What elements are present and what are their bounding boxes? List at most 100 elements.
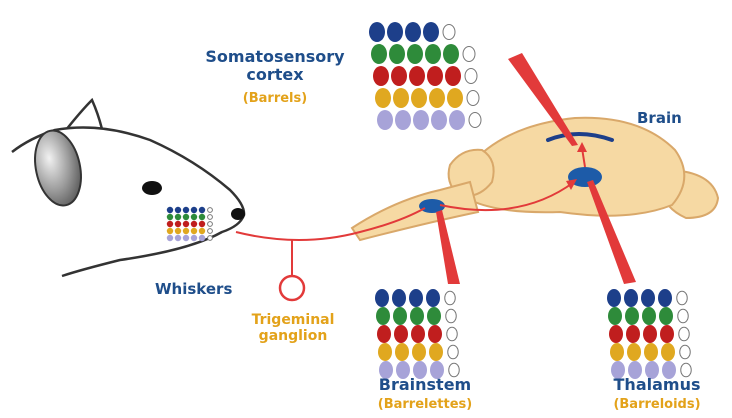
whisker-barrel-empty [447,327,458,341]
whisker-barrel-empty [208,222,213,227]
whisker-barrel-empty [208,208,213,213]
whisker-barrel [377,325,391,343]
whisker-barrel [445,66,461,86]
whisker-barrel [167,214,173,220]
whisker-barrel [627,343,641,361]
mouse-eye [142,181,162,195]
whisker-barrel [183,207,189,213]
cortex-label-line1: Somatosensory [180,48,370,66]
cortex-label-line2: cortex [180,66,370,84]
brainstem-shape [352,182,478,240]
thalamus-sublabel: (Barreloids) [592,398,722,413]
whisker-barrel [375,289,389,307]
whisker-barrel [427,66,443,86]
whisker-barrel-empty [443,25,455,40]
brainstem-sublabel: (Barrelettes) [355,398,495,413]
whisker-barrel [393,307,407,325]
barrel-map-thalamus [607,289,691,379]
whisker-barrel [167,221,173,227]
whisker-barrel [413,110,429,130]
whisker-barrel [392,289,406,307]
whisker-barrel [183,221,189,227]
whisker-barrel [642,307,656,325]
whisker-barrel [428,325,442,343]
whisker-barrel [175,207,181,213]
whisker-barrel [393,88,409,108]
whisker-barrel-empty [679,327,690,341]
whisker-barrel-empty [463,47,475,62]
whisker-barrel [376,307,390,325]
whisker-barrel [610,343,624,361]
whisker-barrel [377,110,393,130]
whisker-barrel [183,228,189,234]
whisker-barrel [426,289,440,307]
whisker-barrel-empty [208,236,213,241]
whisker-barrel [608,307,622,325]
ganglion-label: Trigeminal ganglion [228,312,358,344]
whisker-barrel-empty [445,291,456,305]
whisker-barrel [371,44,387,64]
whisker-barrel [183,235,189,241]
whisker-barrel [167,207,173,213]
whisker-barrel [395,343,409,361]
whisker-barrel [199,228,205,234]
whisker-barrel-empty [208,215,213,220]
whisker-barrel [447,88,463,108]
whisker-barrel [175,235,181,241]
whisker-barrel [425,44,441,64]
mouse-head [12,100,245,276]
whisker-barrel-empty [448,345,459,359]
whisker-barrel [391,66,407,86]
whisker-barrel [199,207,205,213]
whisker-barrel [427,307,441,325]
whisker-barrel [626,325,640,343]
whisker-barrel [625,307,639,325]
whisker-barrel-empty [467,91,479,106]
whisker-barrel [443,44,459,64]
ganglion-label-line2: ganglion [228,328,358,344]
whisker-barrel [378,343,392,361]
whisker-barrel [389,44,405,64]
whisker-barrel [409,66,425,86]
whisker-barrel [191,235,197,241]
whisker-barrel [373,66,389,86]
whisker-barrel-empty [678,309,689,323]
whisker-barrel [199,221,205,227]
whisker-barrel [609,325,623,343]
barrel-map-brainstem [375,289,459,379]
barrel-map-cortex [369,22,481,130]
whisker-barrel-empty [208,229,213,234]
whisker-barrel [641,289,655,307]
whisker-barrel [375,88,391,108]
whisker-barrel [412,343,426,361]
whisker-barrel [658,289,672,307]
cortex-sublabel: (Barrels) [180,92,370,107]
ganglion-cell-icon [280,276,304,300]
whisker-barrel [369,22,385,42]
whisker-barrel [394,325,408,343]
cortex-label: Somatosensory cortex [180,48,370,85]
brain-label: Brain [637,110,682,127]
trigeminal-ganglion [280,240,304,300]
ganglion-label-line1: Trigeminal [228,312,358,328]
whisker-barrel-empty [677,291,688,305]
whisker-barrel [409,289,423,307]
whisker-barrel [191,228,197,234]
whisker-barrel [429,343,443,361]
whisker-barrel [167,228,173,234]
whisker-barrel-empty [465,69,477,84]
brain-illustration [352,118,718,240]
whisker-barrel-empty [469,113,481,128]
whiskers-label: Whiskers [155,281,232,298]
whisker-barrel [175,214,181,220]
whisker-barrel [407,44,423,64]
whisker-barrel [644,343,658,361]
whisker-barrel [411,88,427,108]
whisker-barrel [405,22,421,42]
whisker-barrel [660,325,674,343]
whisker-barrel-empty [680,345,691,359]
whisker-barrel [191,221,197,227]
brainstem-label: Brainstem [355,376,495,394]
whisker-barrel [395,110,411,130]
whisker-barrel [387,22,403,42]
